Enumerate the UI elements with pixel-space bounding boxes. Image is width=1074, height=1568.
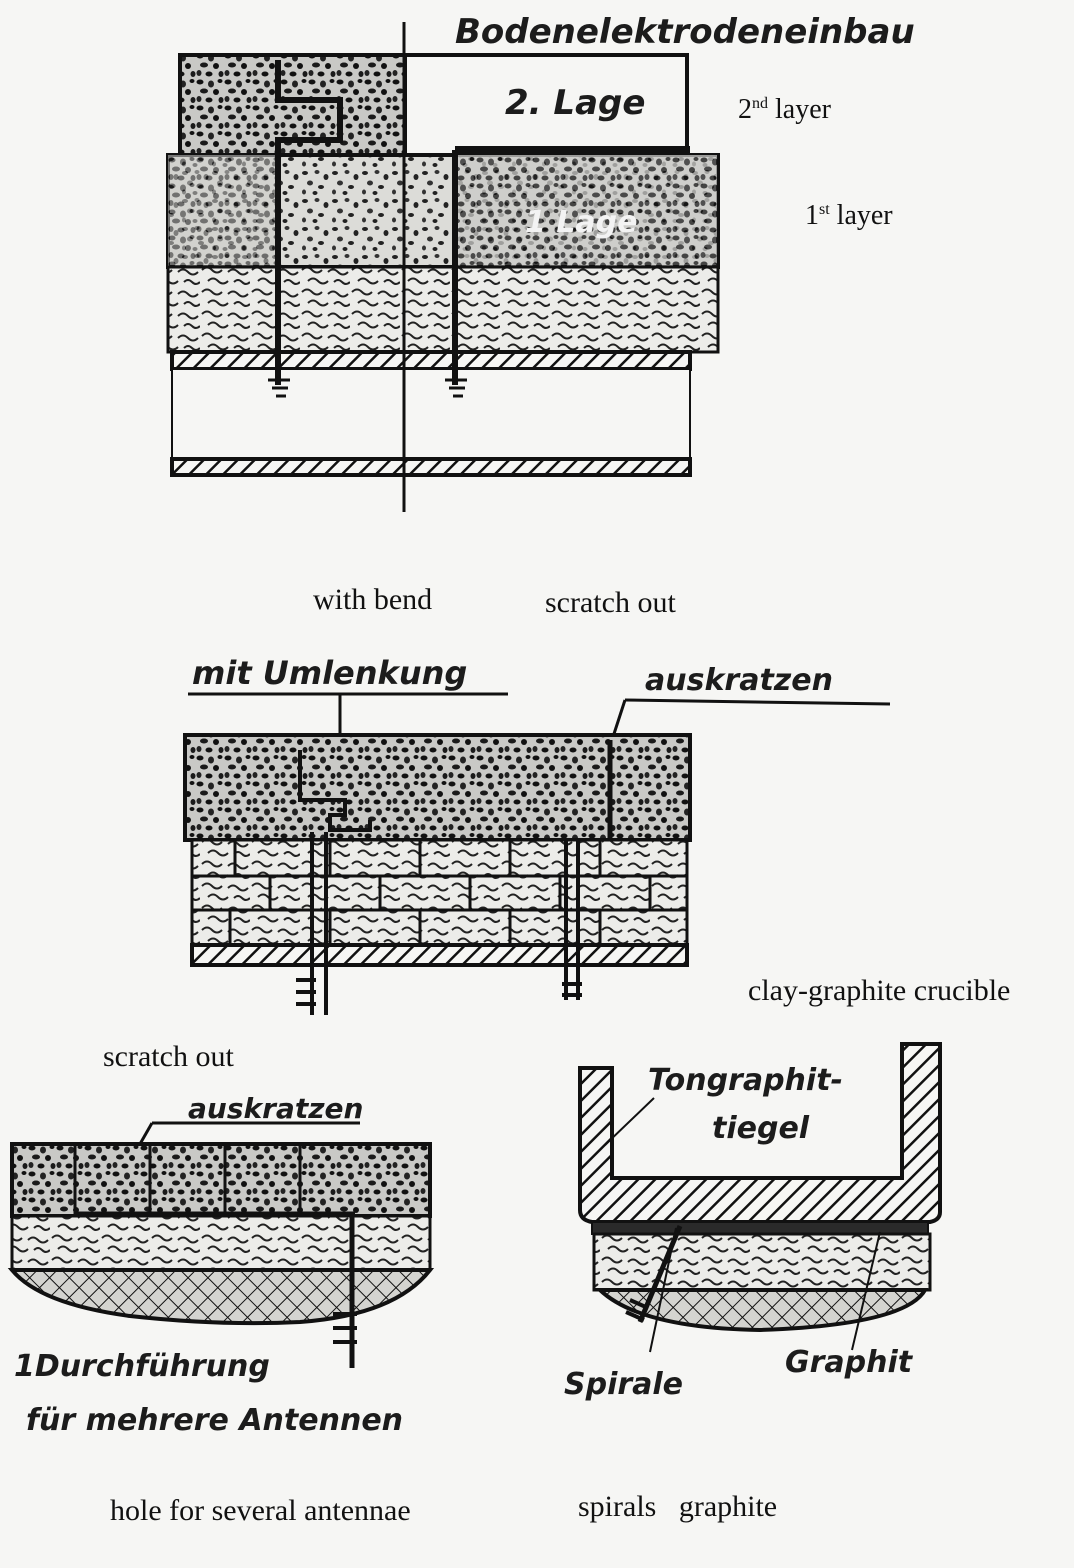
layer2-label: 2. Lage <box>505 83 645 123</box>
with-bend-annotation: with bend <box>313 583 432 616</box>
layer1-label: 1 Lage <box>525 205 638 240</box>
middle-section-drawing <box>183 692 891 1015</box>
durchfuehrung-label-line2: für mehrere Antennen <box>26 1403 403 1438</box>
spirale-label: Spirale <box>564 1367 683 1402</box>
crucible-annotation: clay-graphite crucible <box>748 974 1010 1007</box>
auskratzen-label-left: auskratzen <box>188 1092 363 1125</box>
layer1-annotation: 1st layer <box>805 200 893 231</box>
graphit-label: Graphit <box>785 1345 914 1380</box>
bottom-right-drawing <box>578 1042 942 1353</box>
tongraphit-label-line2: tiegel <box>712 1111 810 1146</box>
spirals-graphite-annotation: spirals graphite <box>578 1490 777 1523</box>
durchfuehrung-label-line1: 1Durchführung <box>14 1349 270 1384</box>
scratch-out-annotation-left: scratch out <box>103 1040 234 1073</box>
layer2-annotation: 2nd layer <box>738 94 832 125</box>
hole-annotation: hole for several antennae <box>110 1494 411 1527</box>
auskratzen-label-middle: auskratzen <box>645 663 833 698</box>
top-section-drawing <box>166 22 720 512</box>
top-title-label: Bodenelektrodeneinbau <box>455 12 915 52</box>
scratch-out-annotation-middle: scratch out <box>545 586 676 619</box>
tongraphit-label-line1: Tongraphit- <box>648 1063 843 1098</box>
bottom-left-drawing <box>7 1121 435 1368</box>
mit-umlenkung-label: mit Umlenkung <box>192 654 467 692</box>
